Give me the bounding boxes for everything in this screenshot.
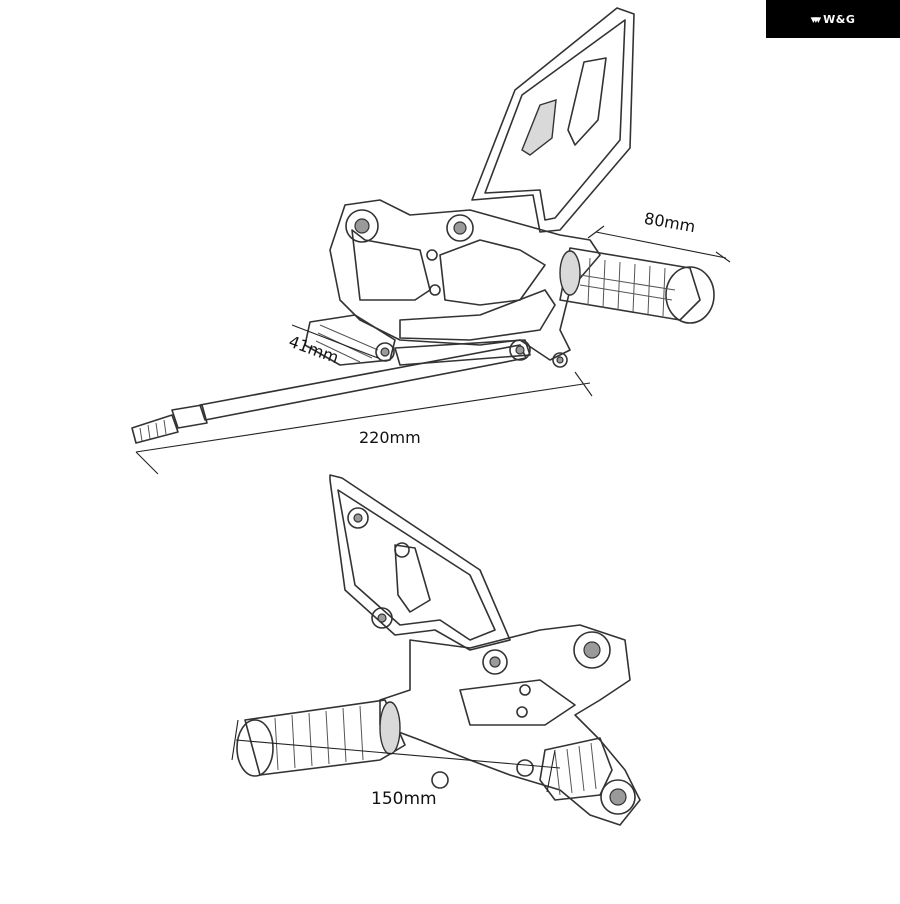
brand-logo: ▾▾▾ W&G [766,0,900,38]
brand-name: W&G [823,12,856,26]
bottom-pedal-tip [516,737,613,801]
top-rearset-assembly [131,7,731,475]
top-linkage-rod [131,339,568,444]
top-footpeg [559,247,715,324]
bottom-rearset-assembly [231,474,641,826]
dimension-rod-length: 220mm [359,428,421,447]
dimension-peg-span: 150mm [371,789,437,809]
wings-logo-icon: ▾▾▾ [810,12,821,26]
